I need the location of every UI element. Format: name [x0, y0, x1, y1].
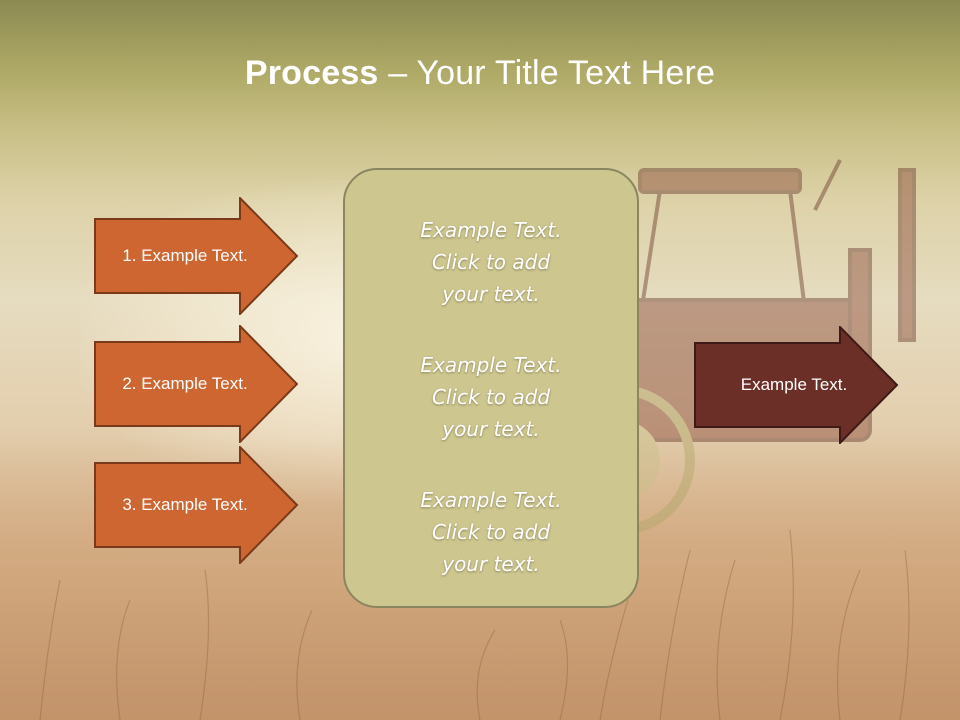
step-label-2: 2. Example Text.	[122, 374, 248, 393]
panel-text-1[interactable]: Example Text. Click to add your text.	[420, 218, 562, 306]
result-label: Example Text.	[740, 375, 848, 394]
slide-title[interactable]: Process – Your Title Text Here	[0, 54, 960, 93]
step-arrow-2[interactable]: 2. Example Text.	[94, 325, 300, 443]
title-bold: Process	[244, 54, 379, 92]
panel-text-3[interactable]: Example Text. Click to add your text.	[420, 488, 562, 576]
arrow-shape-3	[94, 446, 299, 564]
title-rest: – Your Title Text Here	[378, 54, 716, 92]
panel-text-2[interactable]: Example Text. Click to add your text.	[420, 353, 562, 441]
wheat-field-image	[39, 529, 910, 720]
arrow-shape-1	[94, 197, 299, 315]
step-label-3: 3. Example Text.	[122, 495, 248, 514]
step-arrow-1[interactable]: 1. Example Text.	[94, 197, 300, 315]
arrow-shape-2	[94, 325, 299, 443]
step-label-1: 1. Example Text.	[122, 246, 248, 265]
result-arrow-shape	[694, 326, 899, 444]
step-arrow-3[interactable]: 3. Example Text.	[94, 446, 300, 564]
result-arrow[interactable]: Example Text.	[694, 326, 900, 444]
center-text-panel[interactable]: Example Text. Click to add your text. Ex…	[343, 168, 639, 608]
